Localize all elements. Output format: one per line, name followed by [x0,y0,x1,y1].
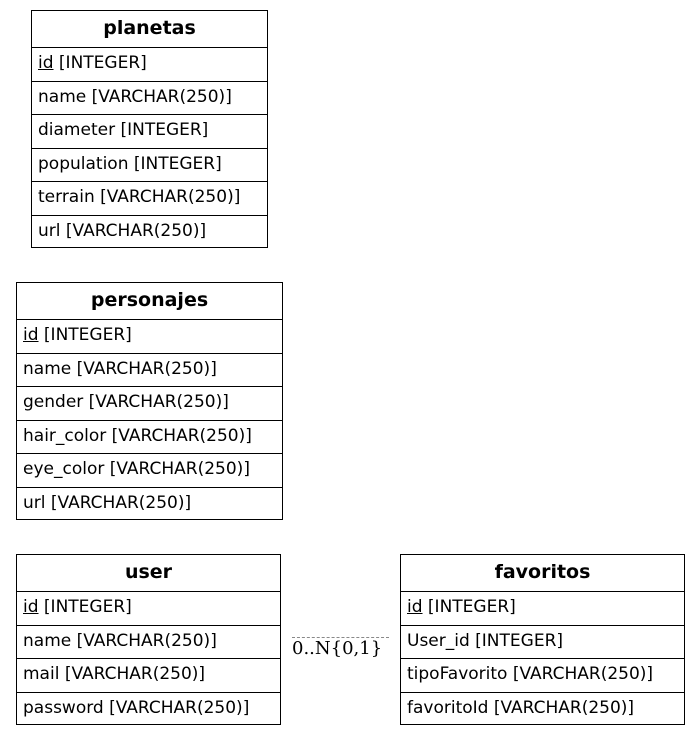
entity-personajes: personajes id [INTEGER] name [VARCHAR(25… [16,282,283,520]
field-row: diameter [INTEGER] [32,115,267,149]
field-row: gender [VARCHAR(250)] [17,387,282,421]
entity-user: user id [INTEGER] name [VARCHAR(250)] ma… [16,554,281,725]
relationship-line [292,637,389,638]
field-row: User_id [INTEGER] [401,626,684,659]
field-row: id [INTEGER] [32,48,267,82]
field-row: id [INTEGER] [17,320,282,354]
primary-key: id [23,325,39,345]
field-row: hair_color [VARCHAR(250)] [17,421,282,454]
field-type: [INTEGER] [38,597,132,617]
primary-key: id [23,597,39,617]
field-row: terrain [VARCHAR(250)] [32,182,267,216]
field-row: population [INTEGER] [32,149,267,182]
field-row: name [VARCHAR(250)] [17,626,280,659]
field-row: url [VARCHAR(250)] [23,492,192,513]
primary-key: id [407,597,423,617]
field-type: [INTEGER] [422,597,516,617]
field-type: [INTEGER] [53,53,147,73]
field-row: id [INTEGER] [17,592,280,626]
entity-title: user [17,555,280,592]
field-row: password [VARCHAR(250)] [23,697,250,718]
field-row: mail [VARCHAR(250)] [17,659,280,693]
field-row: name [VARCHAR(250)] [32,82,267,115]
entity-planetas: planetas id [INTEGER] name [VARCHAR(250)… [31,10,268,248]
entity-title: planetas [32,11,267,48]
field-row: name [VARCHAR(250)] [17,354,282,387]
relationship-label: 0..N{0,1} [292,638,383,659]
entity-title: personajes [17,283,282,320]
field-type: [INTEGER] [38,325,132,345]
primary-key: id [38,53,54,73]
field-row: tipoFavorito [VARCHAR(250)] [401,659,684,693]
field-row: url [VARCHAR(250)] [38,220,207,241]
entity-favoritos: favoritos id [INTEGER] User_id [INTEGER]… [400,554,685,725]
entity-title: favoritos [401,555,684,592]
field-row: id [INTEGER] [401,592,684,626]
field-row: favoritoId [VARCHAR(250)] [407,697,635,718]
field-row: eye_color [VARCHAR(250)] [17,454,282,488]
